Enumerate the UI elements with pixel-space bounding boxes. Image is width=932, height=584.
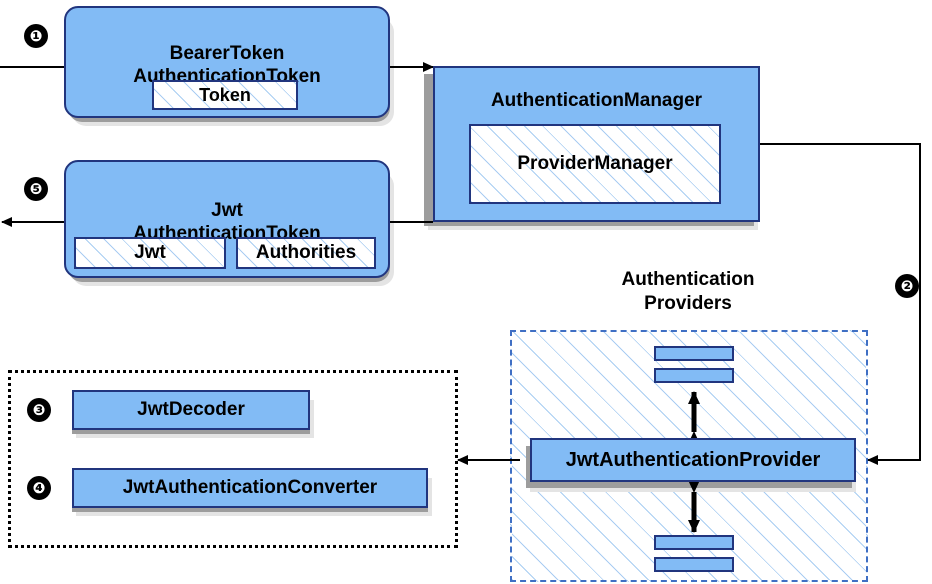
authentication-providers-caption-line1: Authentication [621, 269, 755, 290]
jwt-token-title-line1: Jwt [211, 200, 243, 221]
jwt-token-inner-authorities: Authorities [236, 237, 376, 269]
jwt-authentication-converter[interactable]: JwtAuthenticationConverter [72, 468, 428, 508]
provider-stub-bottom-2 [654, 557, 734, 572]
authentication-manager-title: AuthenticationManager [490, 90, 703, 111]
bearer-token-title-line1: BearerToken [169, 43, 285, 64]
badge-step-1: ❶ [24, 24, 48, 48]
badge-step-2: ❷ [895, 274, 919, 298]
authentication-providers-caption: Authentication Providers [570, 268, 806, 316]
provider-stub-top-1 [654, 346, 734, 361]
jwt-decoder[interactable]: JwtDecoder [72, 390, 310, 430]
support-components-area [8, 370, 458, 548]
jwt-authentication-provider[interactable]: JwtAuthenticationProvider [530, 438, 856, 482]
badge-step-5: ❺ [24, 177, 48, 201]
badge-step-4: ❹ [27, 476, 51, 500]
authentication-providers-caption-line2: Providers [644, 293, 732, 314]
provider-stub-top-2 [654, 368, 734, 383]
badge-step-3: ❸ [27, 398, 51, 422]
wire-manager-to-provider [760, 143, 921, 465]
provider-stub-bottom-1 [654, 535, 734, 550]
jwt-token-inner-jwt: Jwt [74, 237, 226, 269]
provider-manager: ProviderManager [469, 124, 721, 204]
bearer-token-inner-token: Token [152, 80, 298, 110]
